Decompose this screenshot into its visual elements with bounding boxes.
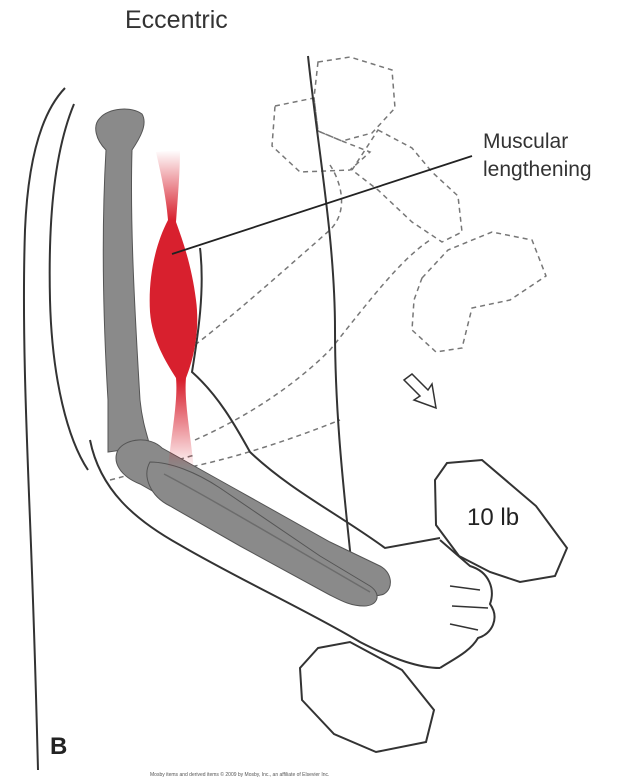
finger-lines bbox=[450, 586, 488, 630]
body-outline bbox=[24, 88, 88, 770]
previous-weight-upper bbox=[314, 57, 395, 141]
humerus-bone bbox=[96, 109, 150, 452]
arrow-down-right-icon bbox=[404, 374, 436, 408]
panel-letter: B bbox=[50, 733, 67, 761]
dumbbell-weight-label: 10 lb bbox=[467, 504, 519, 532]
previous-hand bbox=[352, 130, 462, 242]
previous-weight-right bbox=[412, 232, 546, 352]
dumbbell-lower-weight bbox=[300, 642, 434, 752]
copyright-notice: Mosby items and derived items © 2009 by … bbox=[150, 772, 329, 778]
torso-line bbox=[308, 56, 352, 570]
callout-line-1: Muscular bbox=[483, 128, 592, 156]
muscle-callout-label: Muscular lengthening bbox=[483, 128, 592, 184]
diagram-title: Eccentric bbox=[125, 6, 228, 35]
callout-line-2: lengthening bbox=[483, 156, 592, 184]
bicep-muscle bbox=[150, 150, 198, 470]
